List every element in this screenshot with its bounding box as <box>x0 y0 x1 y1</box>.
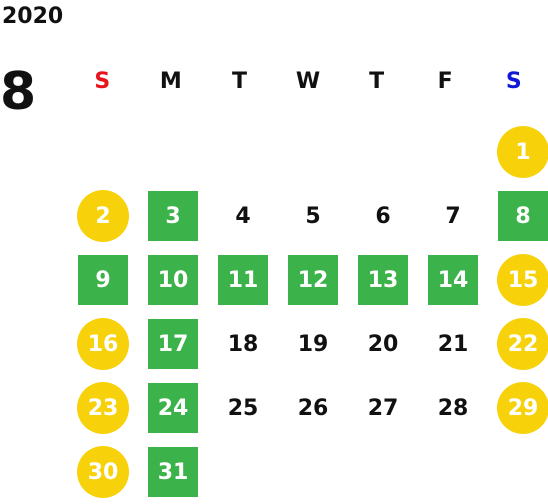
day-cell-weekend[interactable]: 16 <box>68 312 138 376</box>
day-number: 30 <box>77 446 129 498</box>
day-number: 21 <box>437 331 469 357</box>
day-cell-normal[interactable]: 26 <box>278 376 348 440</box>
month-number: 8 <box>0 62 37 122</box>
day-number: 11 <box>218 255 268 305</box>
empty-day-cell <box>348 440 418 504</box>
day-cell-normal[interactable]: 6 <box>348 184 418 248</box>
day-cell-normal[interactable]: 4 <box>208 184 278 248</box>
day-number: 10 <box>148 255 198 305</box>
day-cell-holiday[interactable]: 8 <box>488 184 548 248</box>
day-cell-normal[interactable]: 19 <box>278 312 348 376</box>
day-cell-holiday[interactable]: 14 <box>418 248 488 312</box>
week-row: 1 <box>68 120 548 184</box>
day-cell-weekend[interactable]: 22 <box>488 312 548 376</box>
day-cell-weekend[interactable]: 23 <box>68 376 138 440</box>
day-number: 26 <box>297 395 329 421</box>
day-cell-normal[interactable]: 7 <box>418 184 488 248</box>
day-number: 12 <box>288 255 338 305</box>
day-cell-weekend[interactable]: 2 <box>68 184 138 248</box>
weekday-sunday: S <box>94 69 111 94</box>
day-number: 3 <box>148 191 198 241</box>
day-cell-normal[interactable]: 18 <box>208 312 278 376</box>
weekday-friday: F <box>437 69 453 94</box>
day-number: 28 <box>437 395 469 421</box>
day-number: 1 <box>497 126 548 178</box>
day-number: 15 <box>497 254 548 306</box>
day-cell-normal[interactable]: 21 <box>418 312 488 376</box>
day-number: 20 <box>367 331 399 357</box>
empty-day-cell <box>138 120 208 184</box>
empty-day-cell <box>278 440 348 504</box>
empty-day-cell <box>488 440 548 504</box>
day-number: 4 <box>235 203 251 229</box>
day-number: 7 <box>445 203 461 229</box>
day-cell-normal[interactable]: 27 <box>348 376 418 440</box>
day-number: 18 <box>227 331 259 357</box>
day-cell-holiday[interactable]: 9 <box>68 248 138 312</box>
day-number: 19 <box>297 331 329 357</box>
day-cell-normal[interactable]: 20 <box>348 312 418 376</box>
day-cell-normal[interactable]: 25 <box>208 376 278 440</box>
year-label: 2020 <box>2 4 64 29</box>
day-number: 13 <box>358 255 408 305</box>
weekday-tuesday: T <box>231 69 247 94</box>
weekday-monday: M <box>159 69 182 94</box>
empty-day-cell <box>208 120 278 184</box>
weekday-saturday: S <box>505 69 522 94</box>
week-row: 23 24 25 26 27 28 29 <box>68 376 548 440</box>
weekday-wednesday: W <box>295 69 321 94</box>
day-cell-normal[interactable]: 5 <box>278 184 348 248</box>
weekday-header: S M T W T F S <box>68 60 548 104</box>
day-number: 6 <box>375 203 391 229</box>
week-row: 30 31 <box>68 440 548 504</box>
day-cell-holiday[interactable]: 24 <box>138 376 208 440</box>
day-number: 17 <box>148 319 198 369</box>
day-number: 25 <box>227 395 259 421</box>
empty-day-cell <box>418 120 488 184</box>
day-cell-holiday[interactable]: 31 <box>138 440 208 504</box>
day-cell-weekend[interactable]: 1 <box>488 120 548 184</box>
day-cell-holiday[interactable]: 10 <box>138 248 208 312</box>
day-cell-weekend[interactable]: 29 <box>488 376 548 440</box>
day-number: 23 <box>77 382 129 434</box>
day-number: 9 <box>78 255 128 305</box>
day-cell-holiday[interactable]: 17 <box>138 312 208 376</box>
week-row: 9 10 11 12 13 14 15 <box>68 248 548 312</box>
empty-day-cell <box>348 120 418 184</box>
empty-day-cell <box>208 440 278 504</box>
day-cell-normal[interactable]: 28 <box>418 376 488 440</box>
day-number: 16 <box>77 318 129 370</box>
day-number: 31 <box>148 447 198 497</box>
day-number: 5 <box>305 203 321 229</box>
day-cell-holiday[interactable]: 11 <box>208 248 278 312</box>
day-cell-holiday[interactable]: 3 <box>138 184 208 248</box>
day-cell-weekend[interactable]: 15 <box>488 248 548 312</box>
empty-day-cell <box>68 120 138 184</box>
day-number: 8 <box>498 191 548 241</box>
day-number: 27 <box>367 395 399 421</box>
day-cell-holiday[interactable]: 13 <box>348 248 418 312</box>
day-cell-weekend[interactable]: 30 <box>68 440 138 504</box>
day-number: 29 <box>497 382 548 434</box>
day-number: 14 <box>428 255 478 305</box>
empty-day-cell <box>418 440 488 504</box>
day-number: 2 <box>77 190 129 242</box>
weekday-thursday: T <box>369 69 385 94</box>
day-cell-holiday[interactable]: 12 <box>278 248 348 312</box>
day-number: 22 <box>497 318 548 370</box>
empty-day-cell <box>278 120 348 184</box>
week-row: 16 17 18 19 20 21 22 <box>68 312 548 376</box>
day-number: 24 <box>148 383 198 433</box>
